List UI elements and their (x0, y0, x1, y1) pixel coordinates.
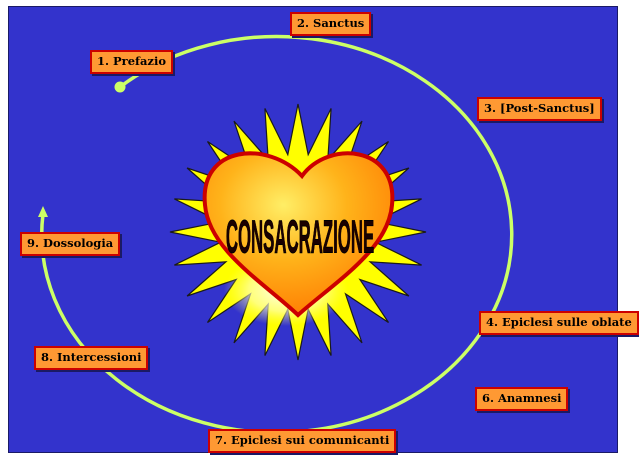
slide-canvas: CONSACRAZIONE 1. Prefazio 2. Sanctus 3. … (8, 6, 639, 453)
step-sanctus: 2. Sanctus (290, 12, 372, 36)
center-word: CONSACRAZIONE (226, 211, 374, 263)
cycle-start-dot (114, 81, 126, 93)
step-intercessioni: 8. Intercessioni (34, 346, 149, 370)
heart-icon (202, 151, 395, 318)
eucharistic-prayer-diagram: CONSACRAZIONE (38, 34, 514, 435)
cycle-arrow-icon (38, 206, 48, 217)
step-prefazio: 1. Prefazio (90, 50, 173, 74)
step-dossologia: 9. Dossologia (20, 232, 121, 256)
step-epiclesi-oblate: 4. Epiclesi sulle oblate (479, 311, 639, 335)
step-post-sanctus: 3. [Post-Sanctus] (477, 97, 602, 121)
step-epiclesi-comunicanti: 7. Epiclesi sui comunicanti (208, 429, 397, 453)
step-anamnesi: 6. Anamnesi (475, 387, 569, 411)
